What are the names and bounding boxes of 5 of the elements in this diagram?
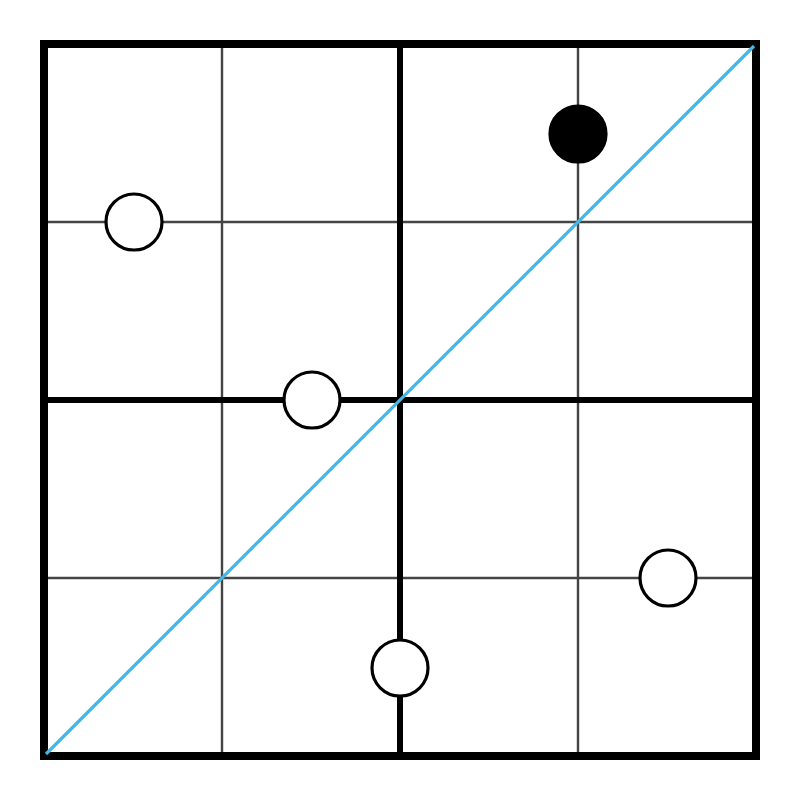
filled-dot <box>548 103 608 163</box>
open-circle <box>370 637 430 697</box>
open-circle <box>637 548 697 608</box>
open-circle <box>281 370 341 430</box>
open-circle <box>103 192 163 252</box>
